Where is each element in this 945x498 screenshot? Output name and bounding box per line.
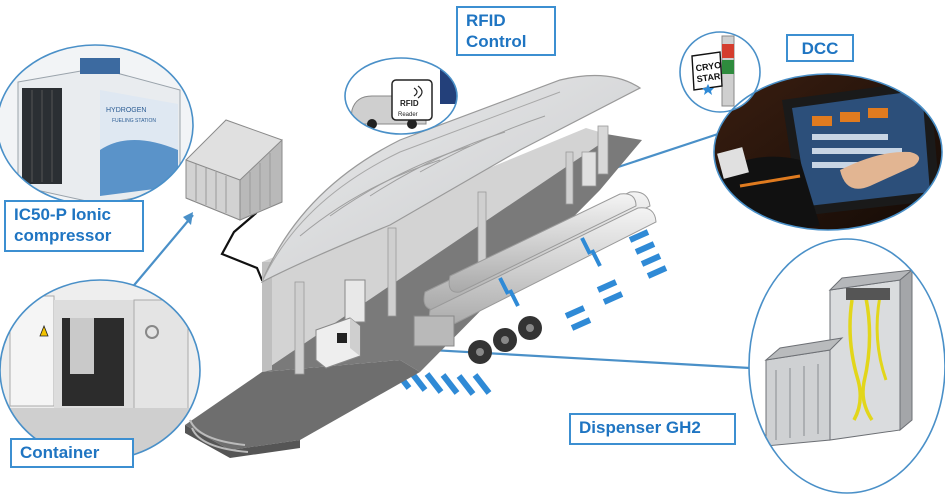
container-label: Container <box>10 438 134 468</box>
compressor-panel-subtitle: FUELING STATION <box>112 118 156 124</box>
star-icon <box>702 84 714 95</box>
warning-icon <box>39 324 49 337</box>
photo-frames <box>0 31 945 494</box>
rfid-badge: RFID <box>400 99 419 108</box>
cryostar-logo-line2: STAR <box>696 71 721 84</box>
rfid-photo: RFID Reader <box>345 58 457 134</box>
rfid-label-line1: RFID <box>466 11 506 30</box>
leader-compressor-container <box>129 214 194 291</box>
rfid-wave-icon <box>413 87 418 97</box>
dcc-photo <box>714 74 942 230</box>
tube-trailer <box>413 191 657 364</box>
container-unit <box>185 119 283 221</box>
compressor-panel-title: HYDROGEN <box>106 107 146 114</box>
compressor-label-line2: compressor <box>14 226 112 245</box>
compressor-label: IC50-P Ionic compressor <box>4 200 144 252</box>
station-dispenser-unit <box>315 279 366 369</box>
dispenser-photo <box>749 239 945 493</box>
container-photo <box>0 280 200 460</box>
arrow-container <box>183 212 193 225</box>
rfid-reader-text: Reader <box>398 112 418 118</box>
rfid-control-label: RFID Control <box>456 6 556 56</box>
rfid-label-line2: Control <box>466 32 527 51</box>
canopy <box>260 74 642 375</box>
compressor-label-line1: IC50-P Ionic <box>14 205 111 224</box>
dispenser-label: Dispenser GH2 <box>569 413 736 445</box>
cryostar-logo-line1: CRYO <box>695 60 722 73</box>
compressor-photo: HYDROGEN FUELING STATION <box>0 45 193 205</box>
cryostar-photo: CRYO STAR <box>680 32 760 112</box>
dcc-label: DCC <box>786 34 854 62</box>
